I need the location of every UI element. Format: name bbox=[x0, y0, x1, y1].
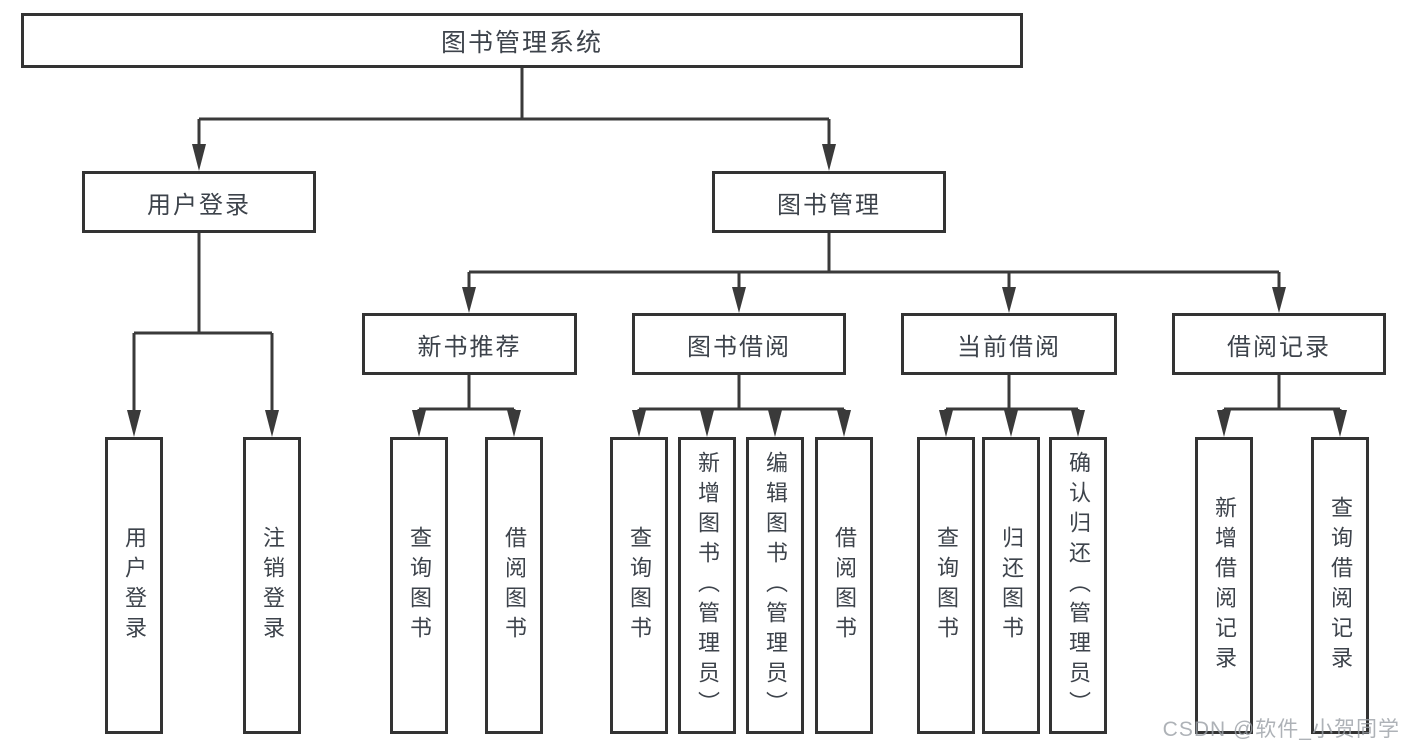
leaf-borrow-query-book: 查询图书 bbox=[610, 437, 668, 734]
node-borrow-records-label: 借阅记录 bbox=[1227, 333, 1331, 361]
node-borrow-records: 借阅记录 bbox=[1172, 313, 1386, 375]
leaf-records-add-record: 新增借阅记录 bbox=[1195, 437, 1253, 734]
leaf-user-login-label: 用户登录 bbox=[122, 525, 147, 646]
leaf-recommend-borrow-book: 借阅图书 bbox=[485, 437, 543, 734]
leaf-current-confirm-return: 确认归还（管理员） bbox=[1049, 437, 1107, 734]
node-book-management-label: 图书管理 bbox=[777, 191, 881, 219]
node-current-borrow: 当前借阅 bbox=[901, 313, 1117, 375]
leaf-user-login: 用户登录 bbox=[105, 437, 163, 734]
csdn-watermark: CSDN @软件_小贺同学 bbox=[1162, 718, 1400, 741]
leaf-borrow-borrow-book: 借阅图书 bbox=[815, 437, 873, 734]
leaf-recommend-borrow-book-label: 借阅图书 bbox=[502, 525, 527, 646]
leaf-logout-label: 注销登录 bbox=[260, 525, 285, 646]
leaf-recommend-query-book-label: 查询图书 bbox=[407, 525, 432, 646]
node-root: 图书管理系统 bbox=[21, 13, 1023, 68]
leaf-current-query-book-label: 查询图书 bbox=[934, 525, 959, 646]
node-book-management: 图书管理 bbox=[712, 171, 946, 233]
leaf-current-confirm-return-label: 确认归还（管理员） bbox=[1066, 450, 1091, 721]
node-root-label: 图书管理系统 bbox=[440, 28, 603, 57]
leaf-logout: 注销登录 bbox=[243, 437, 301, 734]
node-user-login: 用户登录 bbox=[82, 171, 316, 233]
node-new-book-recommend: 新书推荐 bbox=[362, 313, 577, 375]
node-user-login-label: 用户登录 bbox=[147, 191, 251, 219]
leaf-borrow-edit-book-label: 编辑图书（管理员） bbox=[763, 450, 788, 721]
leaf-records-query-record: 查询借阅记录 bbox=[1311, 437, 1369, 734]
leaf-current-query-book: 查询图书 bbox=[917, 437, 975, 734]
leaf-current-return-book-label: 归还图书 bbox=[999, 525, 1024, 646]
leaf-borrow-add-book-label: 新增图书（管理员） bbox=[695, 450, 720, 721]
leaf-borrow-borrow-book-label: 借阅图书 bbox=[832, 525, 857, 646]
leaf-borrow-edit-book: 编辑图书（管理员） bbox=[746, 437, 804, 734]
node-new-book-recommend-label: 新书推荐 bbox=[417, 333, 522, 361]
leaf-recommend-query-book: 查询图书 bbox=[390, 437, 448, 734]
leaf-records-query-record-label: 查询借阅记录 bbox=[1328, 495, 1353, 676]
leaf-borrow-query-book-label: 查询图书 bbox=[627, 525, 652, 646]
node-book-borrow-label: 图书借阅 bbox=[687, 333, 791, 361]
leaf-records-add-record-label: 新增借阅记录 bbox=[1212, 495, 1237, 676]
node-book-borrow: 图书借阅 bbox=[632, 313, 846, 375]
leaf-current-return-book: 归还图书 bbox=[982, 437, 1040, 734]
leaf-borrow-add-book: 新增图书（管理员） bbox=[678, 437, 736, 734]
node-current-borrow-label: 当前借阅 bbox=[957, 333, 1061, 361]
